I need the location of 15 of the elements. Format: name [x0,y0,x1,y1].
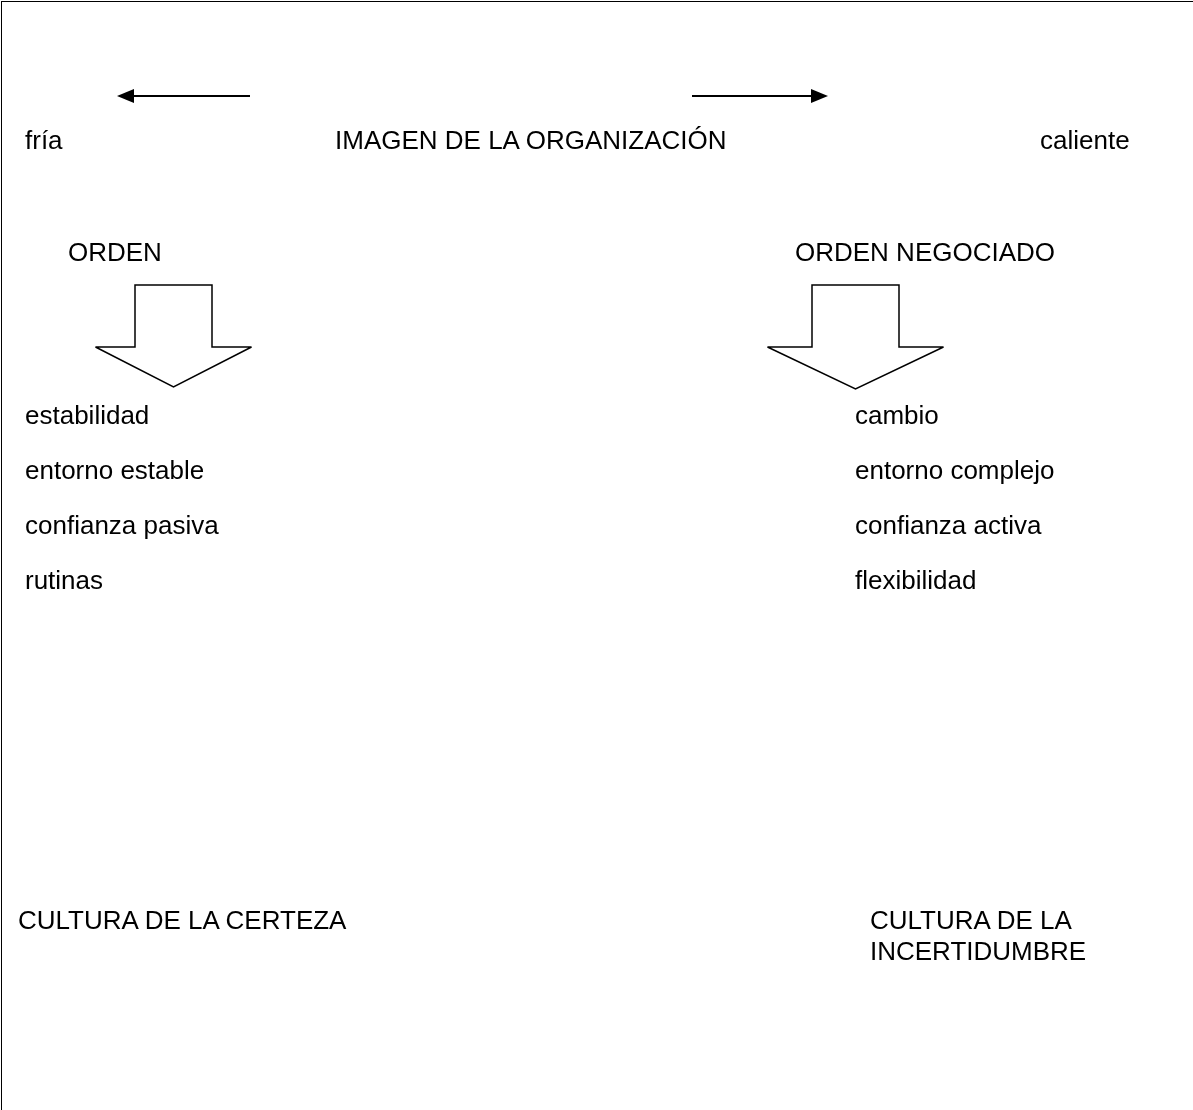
heading: IMAGEN DE LA ORGANIZACIÓN [335,125,727,157]
list-item: confianza pasiva [25,510,219,542]
list-item: flexibilidad [855,565,977,597]
list-item: estabilidad [25,400,150,432]
list-item: entorno estable [25,455,205,487]
list-item: confianza activa [855,510,1042,542]
column-heading: ORDEN [68,237,162,269]
culture-label: CULTURA DE LA CERTEZA [18,905,347,937]
pole-label: fría [25,125,63,157]
list-item: cambio [855,400,939,432]
list-item: rutinas [25,565,104,597]
culture-label: CULTURA DE LA INCERTIDUMBRE [870,905,1088,968]
column-heading: ORDEN NEGOCIADO [795,237,1056,269]
pole-label: caliente [1040,125,1130,157]
list-item: entorno complejo [855,455,1055,487]
